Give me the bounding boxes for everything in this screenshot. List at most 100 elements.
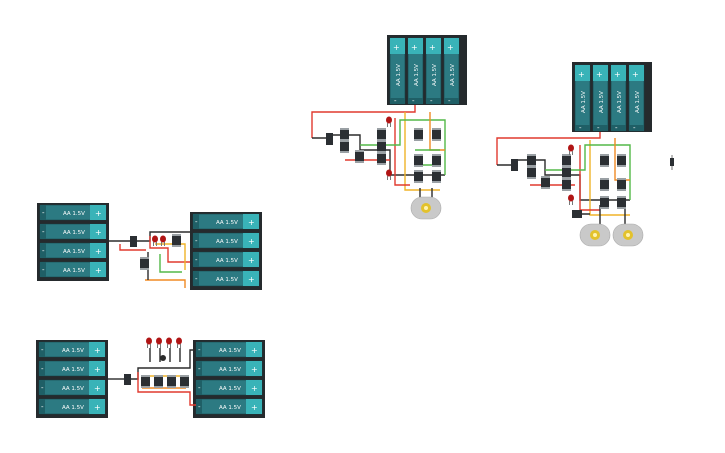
battery-cell: + - AA 1.5V [425,37,442,105]
circuit-c: + - AA 1.5V + - AA 1.5V + - AA 1.5V + - … [311,35,467,220]
battery-cell: AA 1.5V + - [39,261,107,278]
battery-cell: AA 1.5V + - [192,251,260,268]
chip [562,178,571,191]
battery-cell: + - AA 1.5V [443,37,460,105]
svg-text:-: - [633,124,636,132]
svg-text:-: - [41,365,44,373]
svg-text:+: + [596,70,603,79]
battery-cell: AA 1.5V + - [192,270,260,287]
svg-text:+: + [95,247,102,256]
battery-pack-a-right[interactable]: AA 1.5V + - AA 1.5V + - AA 1.5V + - AA 1… [190,212,262,290]
chip [414,128,423,141]
chip [617,178,626,191]
svg-text:-: - [195,256,198,264]
chip [600,154,609,167]
motor[interactable] [612,223,644,247]
svg-text:AA 1.5V: AA 1.5V [62,405,84,411]
svg-text:AA 1.5V: AA 1.5V [63,249,85,255]
svg-text:-: - [198,365,201,373]
svg-text:-: - [412,97,415,105]
switch[interactable] [511,159,518,171]
svg-text:AA 1.5V: AA 1.5V [62,386,84,392]
svg-text:-: - [41,384,44,392]
svg-text:AA 1.5V: AA 1.5V [414,64,420,86]
svg-text:-: - [615,124,618,132]
battery-pack-a-left[interactable]: AA 1.5V + - AA 1.5V + - AA 1.5V + - AA 1… [37,203,109,281]
battery-cell: + - AA 1.5V [389,37,406,105]
chip [541,176,550,189]
svg-text:+: + [95,228,102,237]
svg-text:AA 1.5V: AA 1.5V [63,211,85,217]
svg-text:+: + [429,43,436,52]
svg-text:-: - [198,403,201,411]
svg-text:+: + [248,256,255,265]
svg-text:+: + [251,403,258,412]
svg-text:-: - [597,124,600,132]
svg-text:+: + [411,43,418,52]
battery-cell: + - AA 1.5V [592,64,609,132]
led [156,337,162,348]
battery-cell: AA 1.5V + - [39,223,107,240]
motor[interactable] [579,223,611,247]
led [166,337,172,348]
svg-text:AA 1.5V: AA 1.5V [581,91,587,113]
battery-pack-c[interactable]: + - AA 1.5V + - AA 1.5V + - AA 1.5V + - … [387,35,467,105]
chip [600,178,609,191]
led [568,194,574,205]
battery-cell: AA 1.5V + - [38,360,106,377]
svg-text:-: - [41,403,44,411]
svg-text:-: - [195,218,198,226]
battery-pack-d[interactable]: + - AA 1.5V + - AA 1.5V + - AA 1.5V + - … [572,62,652,132]
chip [414,170,423,183]
battery-pack-b-right[interactable]: AA 1.5V + - AA 1.5V + - AA 1.5V + - AA 1… [193,340,265,418]
svg-text:+: + [251,384,258,393]
switch[interactable] [326,133,333,145]
chip [340,140,349,153]
battery-cell: AA 1.5V + - [192,232,260,249]
chip [562,166,571,179]
chip [562,154,571,167]
battery-cell: + - AA 1.5V [610,64,627,132]
svg-text:AA 1.5V: AA 1.5V [216,239,238,245]
svg-text:AA 1.5V: AA 1.5V [599,91,605,113]
svg-text:AA 1.5V: AA 1.5V [216,258,238,264]
svg-text:+: + [94,365,101,374]
chip [355,150,364,163]
switch[interactable] [572,210,582,218]
motor[interactable] [410,196,442,220]
svg-text:AA 1.5V: AA 1.5V [62,348,84,354]
svg-text:-: - [195,275,198,283]
led [386,116,392,127]
svg-text:+: + [95,266,102,275]
battery-cell: + - AA 1.5V [407,37,424,105]
chip [617,196,626,209]
svg-text:+: + [393,43,400,52]
junction [160,355,166,361]
svg-text:-: - [430,97,433,105]
svg-text:-: - [198,384,201,392]
chip [617,154,626,167]
svg-text:+: + [95,209,102,218]
switch[interactable] [124,374,131,385]
battery-cell: AA 1.5V + - [38,398,106,415]
led [568,144,574,155]
circuit-d: + - AA 1.5V + - AA 1.5V + - AA 1.5V + - … [496,62,674,247]
switch[interactable] [130,236,137,247]
chip [432,128,441,141]
chip [172,234,181,247]
svg-text:+: + [251,365,258,374]
svg-text:AA 1.5V: AA 1.5V [216,277,238,283]
wires-b[interactable] [108,348,196,406]
battery-pack-b-left[interactable]: AA 1.5V + - AA 1.5V + - AA 1.5V + - AA 1… [36,340,108,418]
svg-text:-: - [394,97,397,105]
chip [432,154,441,167]
led [386,169,392,180]
circuit-a: AA 1.5V + - AA 1.5V + - AA 1.5V + - AA 1… [37,203,262,290]
svg-text:+: + [632,70,639,79]
svg-text:+: + [251,346,258,355]
wires-a[interactable] [109,231,190,288]
chip [377,152,386,165]
battery-cell: AA 1.5V + - [195,360,263,377]
svg-text:+: + [248,275,255,284]
